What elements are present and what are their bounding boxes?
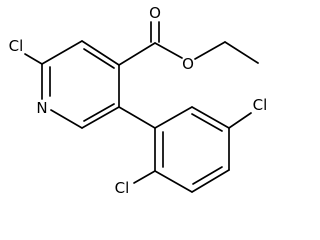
- bond-c2prime-c3prime: [154, 170, 193, 193]
- nitrogen-label: N: [36, 99, 47, 117]
- bond-carbonyl-ester-oxygen: [154, 42, 183, 59]
- chemical-structure-diagram: Cl N O O Cl Cl: [9, 4, 268, 197]
- bond-c5-c6: [81, 106, 120, 129]
- chlorine-label-right: Cl: [253, 96, 268, 114]
- bond-lines: [24, 21, 259, 193]
- bond-ester-oxygen-ch2: [194, 41, 226, 60]
- bond-c5prime-c6prime: [191, 106, 230, 129]
- bond-ch2-ch3: [224, 41, 259, 64]
- bond-c3prime-c4prime: [191, 169, 230, 193]
- carbonyl-oxygen-label: O: [149, 4, 161, 22]
- bond-c4-carbonyl-carbon: [118, 42, 156, 66]
- bond-c6prime-c1prime: [154, 106, 193, 129]
- atom-labels: Cl N O O Cl Cl: [9, 4, 268, 197]
- bond-c2-cl: [24, 53, 43, 65]
- bond-c2prime-cl: [133, 170, 156, 184]
- bond-c5-aryl-c1prime: [118, 106, 156, 129]
- ester-oxygen-label: O: [182, 55, 194, 73]
- bond-c5-c6-inner: [83, 103, 115, 122]
- bond-c5prime-cl: [228, 112, 252, 129]
- chlorine-label-top-left: Cl: [9, 37, 24, 55]
- bond-c3-c4-inner: [83, 48, 115, 69]
- bond-c3prime-c4prime-inner: [192, 166, 223, 185]
- bond-c5prime-c6prime-inner: [191, 113, 223, 132]
- bond-c3-c4: [81, 40, 120, 66]
- bond-c2-c3: [41, 40, 83, 65]
- bond-c6-n1: [50, 109, 83, 129]
- chlorine-label-bottom-left: Cl: [115, 179, 130, 197]
